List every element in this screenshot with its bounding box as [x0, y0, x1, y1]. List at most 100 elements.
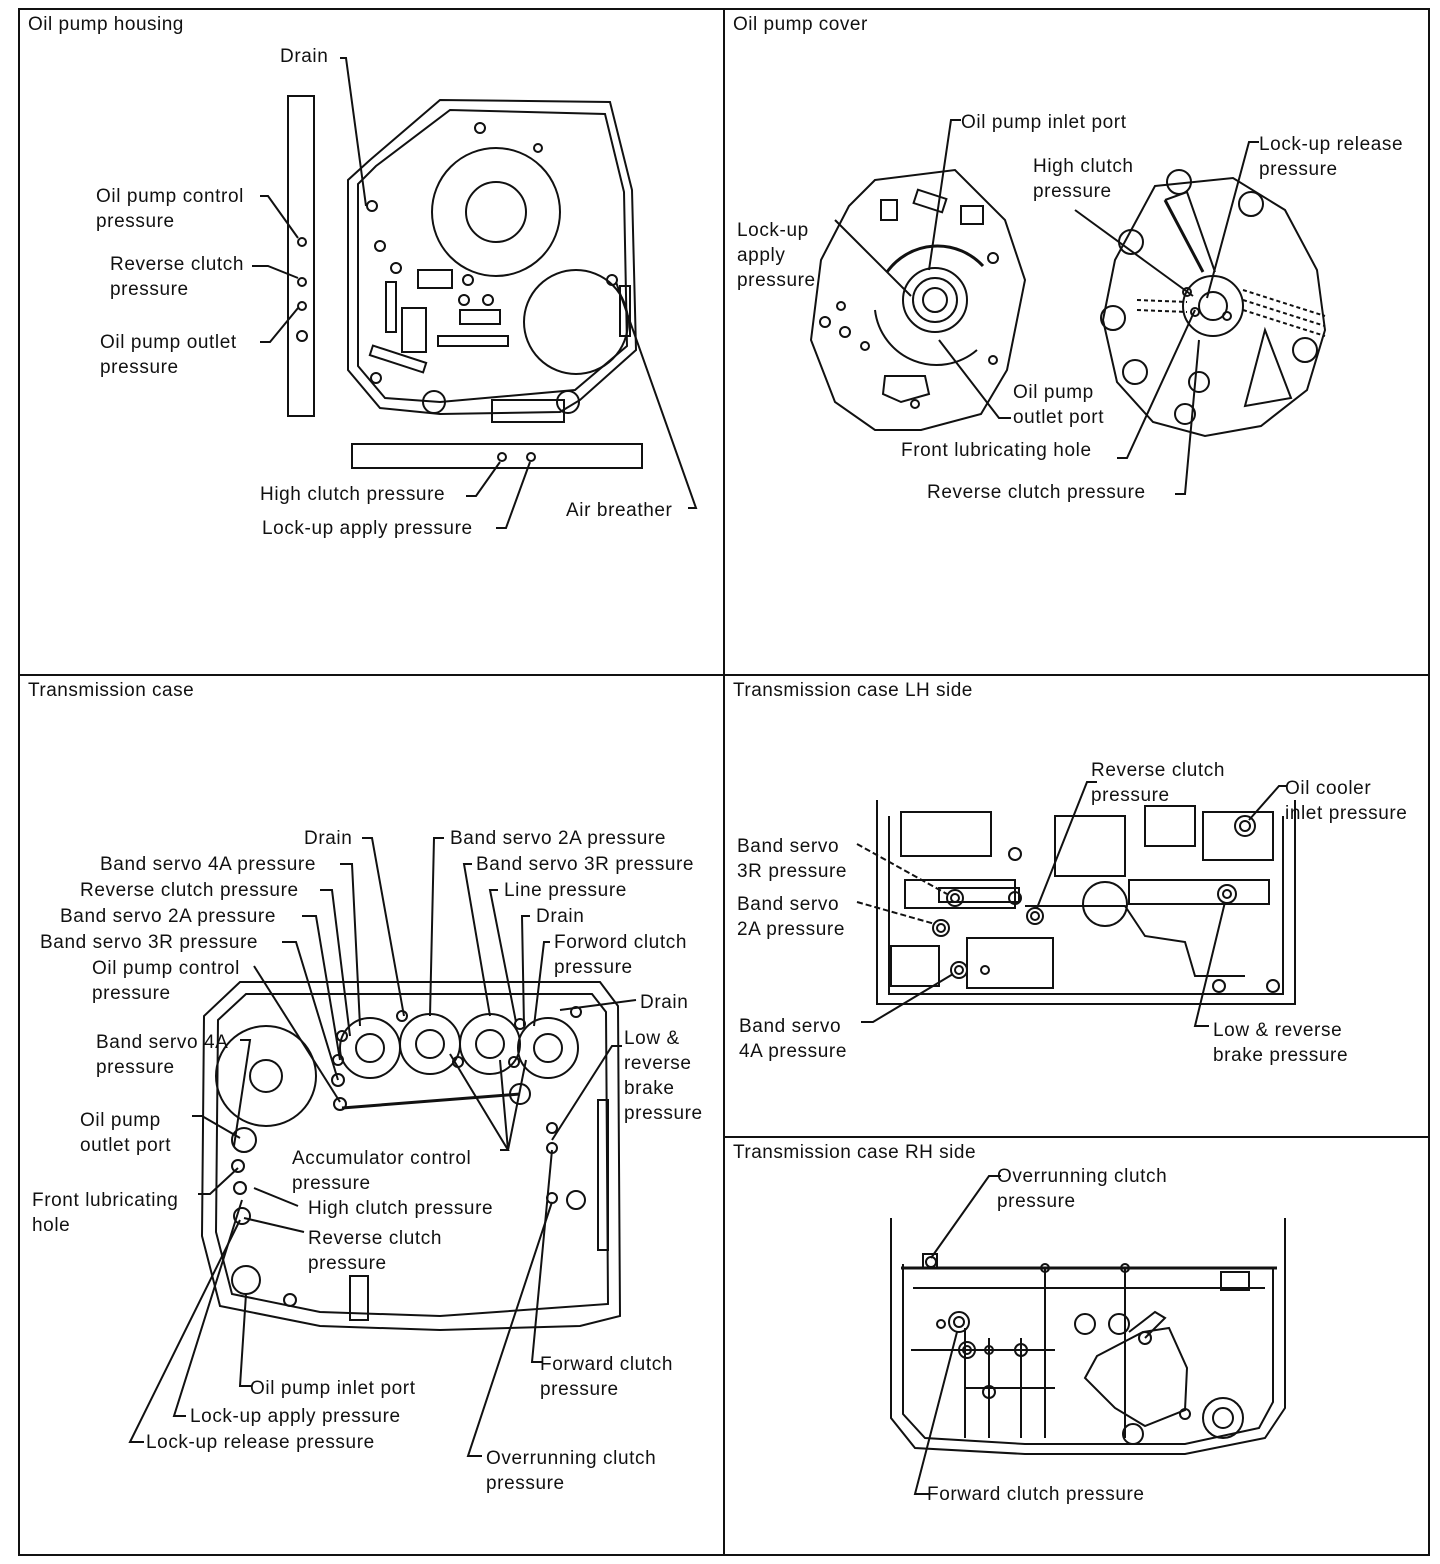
label-reverse-clutch: Reverse clutch pressure — [1091, 760, 1226, 806]
panel-title: Transmission case RH side — [733, 1142, 977, 1163]
leader-bs3r-left — [282, 942, 338, 1080]
label-low-reverse-brake: Low & reverse brake pressure — [1213, 1020, 1349, 1066]
leader-bs3r-top — [464, 864, 490, 1016]
oil-pump-cover-drawing — [725, 10, 1430, 676]
label-front-lubricating-hole: Front lubricating hole — [32, 1190, 179, 1236]
leader-rev-left — [320, 890, 350, 1036]
label-high-clutch-pressure: High clutch pressure — [1033, 156, 1134, 202]
leader-bs4a — [340, 864, 360, 1026]
leader-front-lube — [1117, 310, 1195, 458]
label-oil-pump-outlet-port: Oil pump outlet port — [80, 1110, 172, 1156]
panel-oil-pump-cover: Oil pump cover — [723, 8, 1430, 676]
leader-overrun — [468, 1202, 552, 1456]
label-lockup-apply-pressure: Lock-up apply pressure — [737, 220, 816, 291]
leader-lockup-release — [130, 1220, 240, 1442]
hole-bs3r — [947, 890, 963, 906]
case-main-bore — [216, 1026, 316, 1126]
hole-bs2a — [933, 920, 949, 936]
panel-title: Oil pump cover — [733, 14, 868, 35]
leader-inlet — [240, 1294, 252, 1386]
label-front-lubricating-hole: Front lubricating hole — [901, 440, 1092, 461]
cover-right-hub — [1183, 276, 1243, 336]
panel-oil-pump-housing: Oil pump housing — [18, 8, 725, 676]
leader-bs2a — [857, 902, 935, 924]
housing-side-strip — [288, 96, 314, 416]
leader-reverse — [1175, 340, 1199, 494]
cover-left-outline — [811, 170, 1025, 430]
leader-rev-bottom — [244, 1218, 304, 1232]
housing-main-bore — [432, 148, 560, 276]
label-high-clutch: High clutch pressure — [308, 1198, 494, 1219]
label-reverse-clutch-pressure: Reverse clutch pressure — [927, 482, 1146, 503]
servo-bore-2 — [400, 1014, 460, 1074]
label-oil-cooler-inlet: Oil cooler inlet pressure — [1285, 778, 1408, 824]
leader-lockup-release — [1207, 142, 1259, 298]
lh-outline — [877, 800, 1295, 1004]
leader-outlet-port — [939, 340, 1011, 418]
leader-rev — [1037, 782, 1097, 908]
label-oil-pump-inlet-port: Oil pump inlet port — [250, 1378, 416, 1399]
label-lockup-release-pressure: Lock-up release pressure — [1259, 134, 1404, 180]
label-low-reverse-brake: Low & reverse brake pressure — [624, 1028, 703, 1124]
label-overrunning-clutch: Overrunning clutch pressure — [486, 1448, 657, 1494]
label-forward-clutch: Forward clutch pressure — [540, 1354, 673, 1400]
label-lockup-release: Lock-up release pressure — [146, 1432, 375, 1453]
leader-cooler — [1249, 786, 1287, 820]
leader-bs2a-top — [430, 838, 444, 1016]
label-drain-1: Drain — [304, 828, 353, 849]
hole-oil-cooler — [1235, 816, 1255, 836]
leader-forword — [534, 942, 550, 1026]
label-band-servo-3r-left: Band servo 3R pressure — [40, 932, 259, 953]
leader-lockup-apply — [174, 1200, 242, 1416]
leader-drain-1 — [362, 838, 404, 1016]
label-reverse-clutch-pressure: Reverse clutch pressure — [110, 254, 245, 300]
leader-outlet — [260, 308, 298, 342]
housing-outline — [348, 100, 636, 414]
panel-transmission-case: Transmission case — [18, 674, 725, 1556]
leader-bs3r — [857, 844, 947, 894]
label-oil-pump-outlet-pressure: Oil pump outlet pressure — [100, 332, 237, 378]
leader-drain — [340, 58, 366, 206]
hole-overrunning — [926, 1257, 936, 1267]
panel-transmission-case-lh: Transmission case LH side Reverse clutch… — [723, 674, 1430, 1138]
leader-control — [260, 196, 298, 238]
label-drain-3: Drain — [640, 992, 689, 1013]
leader-lockup — [496, 462, 530, 528]
label-forward-clutch: Forward clutch pressure — [927, 1484, 1145, 1505]
label-band-servo-2a-left: Band servo 2A pressure — [60, 906, 276, 927]
lh-big-bore — [1083, 882, 1127, 926]
rh-valve-cutout — [1085, 1328, 1187, 1426]
housing-bottom-strip — [352, 444, 642, 468]
hole-low-rev — [1218, 885, 1236, 903]
cover-right-outline — [1103, 178, 1325, 436]
leader-apply — [835, 220, 911, 296]
leader-high — [1075, 210, 1193, 296]
cover-left-hub — [903, 268, 967, 332]
label-band-servo-2a: Band servo 2A pressure — [737, 894, 845, 940]
leader-high — [466, 462, 500, 496]
leader-forward — [915, 1332, 957, 1494]
label-high-clutch-pressure: High clutch pressure — [260, 484, 446, 505]
label-band-servo-3r: Band servo 3R pressure — [737, 836, 848, 882]
rh-corner-bore — [1203, 1398, 1243, 1438]
panel-title: Transmission case — [28, 680, 195, 701]
case-outline — [202, 982, 620, 1330]
label-band-servo-2a-top: Band servo 2A pressure — [450, 828, 666, 849]
leader-overrunning — [931, 1176, 1001, 1258]
label-reverse-clutch-bottom: Reverse clutch pressure — [308, 1228, 443, 1274]
panel-title: Oil pump housing — [28, 14, 184, 35]
label-drain: Drain — [280, 46, 329, 67]
hole-bs4a — [951, 962, 967, 978]
label-oil-pump-control: Oil pump control pressure — [92, 958, 240, 1004]
label-band-servo-3r-top: Band servo 3R pressure — [476, 854, 695, 875]
leader-outlet-port — [192, 1116, 240, 1138]
label-oil-pump-inlet-port: Oil pump inlet port — [961, 112, 1127, 133]
panel-transmission-case-rh: Transmission case RH side Overrunning cl… — [723, 1136, 1430, 1556]
oil-pump-housing-drawing — [20, 10, 725, 676]
label-oil-pump-outlet-port: Oil pump outlet port — [1013, 382, 1105, 428]
label-lockup-apply: Lock-up apply pressure — [190, 1406, 401, 1427]
leader-line — [490, 890, 516, 1022]
housing-gear-bore — [524, 270, 628, 374]
leader-inlet — [929, 120, 961, 270]
leader-accum — [450, 1054, 526, 1150]
